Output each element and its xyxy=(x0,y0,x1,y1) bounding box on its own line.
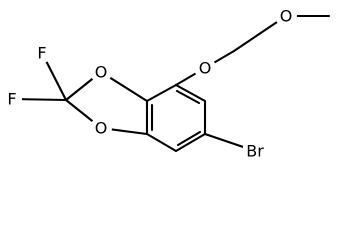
atom-o-methoxymethoxy: O xyxy=(194,57,216,79)
bond-ring-3 xyxy=(174,132,207,153)
bond-ring-5 xyxy=(174,83,207,103)
atom-label-br: Br xyxy=(246,142,264,161)
atom-br: Br xyxy=(243,140,268,162)
atom-label-o: O xyxy=(95,119,108,138)
atom-o-dioxole-bottom: O xyxy=(90,117,112,139)
atom-label-f: F xyxy=(37,44,46,63)
bond-ring-double-3 xyxy=(175,89,201,105)
atom-label-layer: O O O O F F Br xyxy=(2,5,297,162)
atom-f-bottom: F xyxy=(2,89,22,109)
atom-label-o: O xyxy=(199,59,212,78)
bond-ring-6 xyxy=(145,83,178,103)
bond-ring-double-2 xyxy=(176,130,202,147)
atom-label-o: O xyxy=(280,7,293,26)
bond-layer xyxy=(10,14,331,153)
atom-label-f: F xyxy=(7,90,16,109)
atom-o-methoxy: O xyxy=(275,5,297,27)
chemical-structure-diagram: O O O O F F Br xyxy=(2,5,331,162)
bond-ring-2 xyxy=(145,132,178,153)
atom-f-top: F xyxy=(32,43,52,63)
atom-label-o: O xyxy=(95,63,108,82)
atom-o-dioxole-top: O xyxy=(90,61,112,83)
